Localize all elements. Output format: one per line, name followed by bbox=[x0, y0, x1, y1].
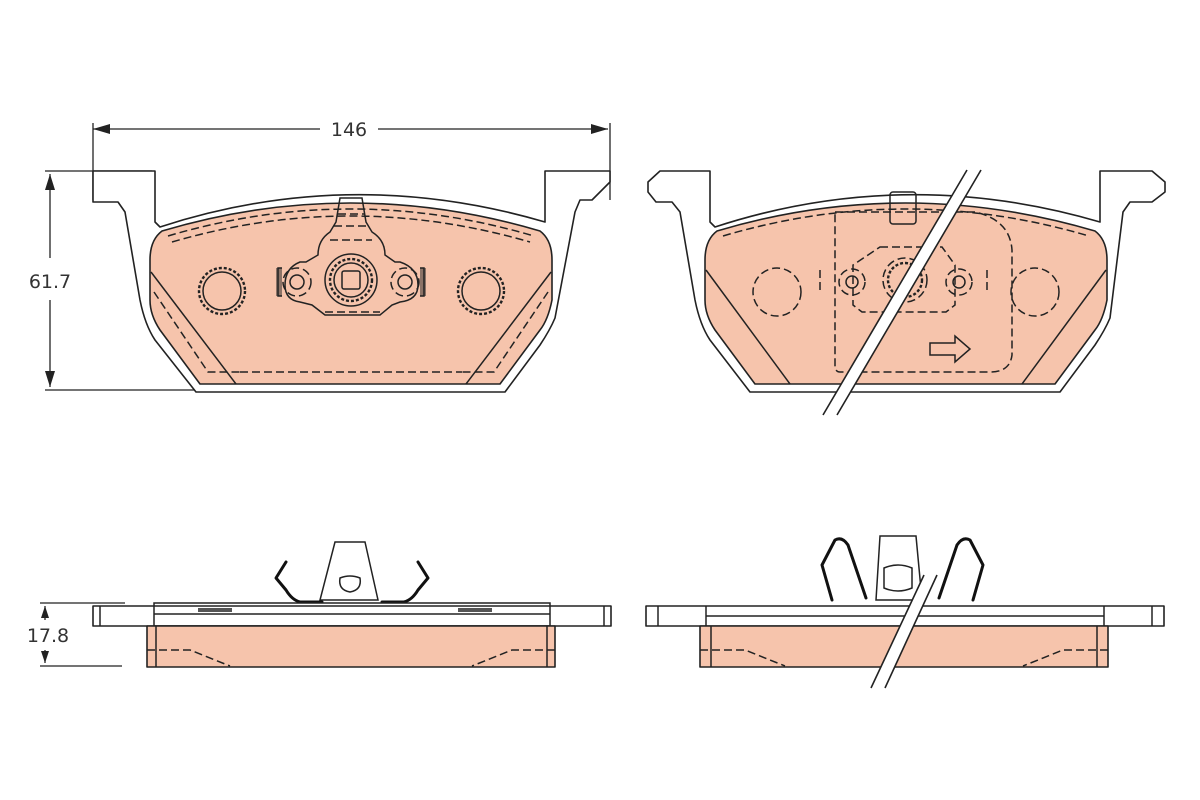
backing-plate bbox=[92, 605, 612, 627]
inner-pad-face-view bbox=[92, 170, 611, 393]
strike-through bbox=[870, 574, 938, 689]
strike-through bbox=[822, 169, 982, 416]
outer-pad-face-view bbox=[647, 169, 1166, 416]
friction-material bbox=[149, 202, 553, 385]
rotation-direction-arrow bbox=[929, 334, 972, 364]
outer-pad-side-view bbox=[645, 535, 1165, 689]
wear-area-outline bbox=[834, 211, 1013, 373]
width-dimension: 146 bbox=[92, 119, 611, 200]
damping-pin-left bbox=[197, 266, 247, 316]
clip-spring-right bbox=[937, 537, 985, 602]
damping-pin-right bbox=[456, 266, 506, 316]
inner-pad-side-view bbox=[92, 541, 612, 668]
thickness-dimension: 17.8 bbox=[27, 602, 125, 667]
friction-material bbox=[146, 625, 556, 668]
clip-spring-left bbox=[274, 560, 324, 604]
width-dimension-label: 146 bbox=[331, 119, 367, 141]
height-dimension-label: 61.7 bbox=[29, 271, 71, 293]
clip-tab bbox=[319, 541, 379, 601]
thickness-dimension-label: 17.8 bbox=[27, 625, 69, 647]
retaining-clip bbox=[276, 197, 426, 316]
clip-spring-left bbox=[820, 537, 868, 602]
clip-spring-right bbox=[380, 560, 430, 604]
